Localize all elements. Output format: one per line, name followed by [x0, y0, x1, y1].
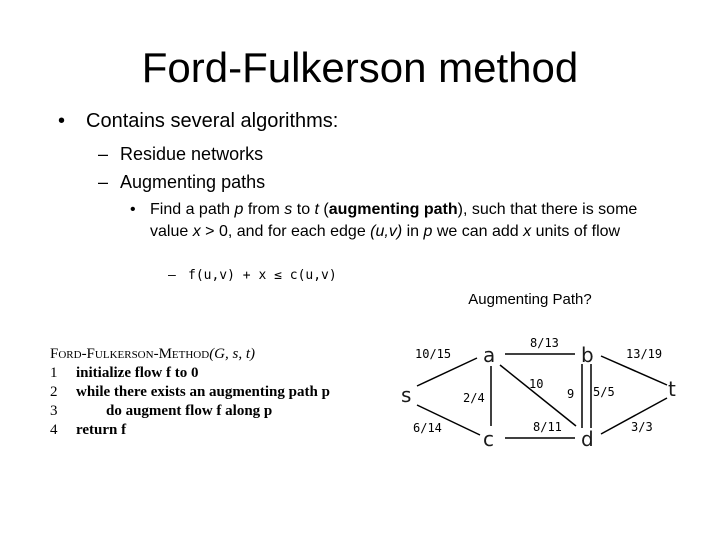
flow-network-graph: s a b c d t 10/15 6/14 2/4 8/13 10 8/11 …	[401, 336, 676, 451]
line-number: 1	[50, 365, 58, 381]
line-number: 4	[50, 422, 58, 438]
edge-b-t	[600, 355, 668, 386]
node-b: b	[581, 343, 594, 367]
detail-bullet: • Find a path p from s to t (augmenting …	[130, 199, 670, 243]
node-s: s	[401, 383, 411, 407]
pseudocode-block: Ford-Fulkerson-Method (G, s, t) 1 initia…	[50, 345, 330, 440]
bullet-contains-algorithms: • Contains several algorithms:	[58, 108, 338, 134]
graph-nodes: s a b c d t	[401, 343, 676, 451]
formula-text: f(u,v) + x ≤ c(u,v)	[188, 268, 337, 283]
line-text: initialize flow f to 0	[76, 365, 199, 381]
detail-segment: to	[292, 201, 315, 218]
detail-segment: > 0, and for each edge	[200, 223, 371, 240]
detail-segment: ), such that there is some value	[150, 201, 638, 240]
bullet-dot-icon: •	[130, 201, 136, 218]
detail-text: Find a path p from s to t (augmenting pa…	[150, 199, 670, 243]
label-c-d: 8/11	[533, 420, 562, 434]
node-d: d	[581, 427, 594, 451]
sub-bullet-text: Augmenting paths	[120, 172, 266, 192]
edge-a-d	[499, 364, 577, 427]
var-p: p	[423, 223, 433, 240]
edge-s-a	[416, 357, 478, 387]
bullet-dash-icon: –	[98, 172, 109, 192]
edge-d-t	[600, 397, 668, 435]
detail-segment: units of flow	[531, 223, 621, 240]
detail-segment: from	[243, 201, 285, 218]
detail-segment: in	[402, 223, 424, 240]
bullet-text: Contains several algorithms:	[86, 110, 339, 132]
slide-title: Ford-Fulkerson method	[141, 44, 579, 91]
bullet-dot-icon: •	[58, 110, 66, 132]
var-s: s	[284, 201, 293, 218]
label-b-d: 9	[567, 387, 574, 401]
bullet-dash-icon: –	[168, 268, 176, 283]
graph-edges	[416, 353, 668, 439]
pseudocode-header: Ford-Fulkerson-Method (G, s, t)	[50, 345, 330, 364]
label-c-a: 2/4	[463, 391, 485, 405]
label-b-t: 13/19	[626, 347, 662, 361]
line-number: 2	[50, 384, 58, 400]
var-uv: (u,v)	[370, 223, 403, 240]
var-t: t	[314, 201, 319, 218]
var-x: x	[192, 223, 201, 240]
augmenting-path-caption: Augmenting Path?	[468, 291, 592, 308]
detail-segment: Find a path	[150, 201, 235, 218]
pseudocode-line: 3 do augment flow f along p	[50, 402, 330, 421]
procedure-params: (G, s, t)	[209, 346, 256, 362]
pseudocode-line: 1 initialize flow f to 0	[50, 364, 330, 383]
term-augmenting-path: augmenting path	[328, 201, 458, 218]
edge-labels: 10/15 6/14 2/4 8/13 10 8/11 9 5/5 13/19 …	[413, 336, 662, 435]
label-s-a: 10/15	[415, 347, 451, 361]
bullet-dash-icon: –	[98, 144, 109, 164]
label-a-b: 8/13	[530, 336, 559, 350]
line-text: while there exists an augmenting path p	[76, 384, 330, 400]
label-d-b: 5/5	[593, 385, 615, 399]
node-c: c	[483, 427, 494, 451]
sub-bullet-augmenting-paths: – Augmenting paths	[98, 170, 265, 194]
sub-bullet-text: Residue networks	[120, 144, 264, 164]
detail-segment: (	[318, 201, 329, 218]
line-text: do augment flow f along p	[106, 403, 273, 419]
var-p: p	[234, 201, 244, 218]
procedure-name: Ford-Fulkerson-Method	[50, 346, 210, 362]
var-x: x	[523, 223, 532, 240]
formula-bullet: – f(u,v) + x ≤ c(u,v)	[168, 266, 337, 286]
node-a: a	[483, 343, 495, 367]
sub-bullet-residue-networks: – Residue networks	[98, 142, 263, 166]
line-number: 3	[50, 403, 58, 419]
label-s-c: 6/14	[413, 421, 442, 435]
line-text: return f	[76, 422, 127, 438]
pseudocode-line: 4 return f	[50, 421, 330, 440]
node-t: t	[668, 377, 676, 401]
edge-s-c	[416, 404, 481, 436]
label-d-t: 3/3	[631, 420, 653, 434]
detail-segment: we can add	[432, 223, 524, 240]
label-a-d: 10	[529, 377, 543, 391]
pseudocode-line: 2 while there exists an augmenting path …	[50, 383, 330, 402]
